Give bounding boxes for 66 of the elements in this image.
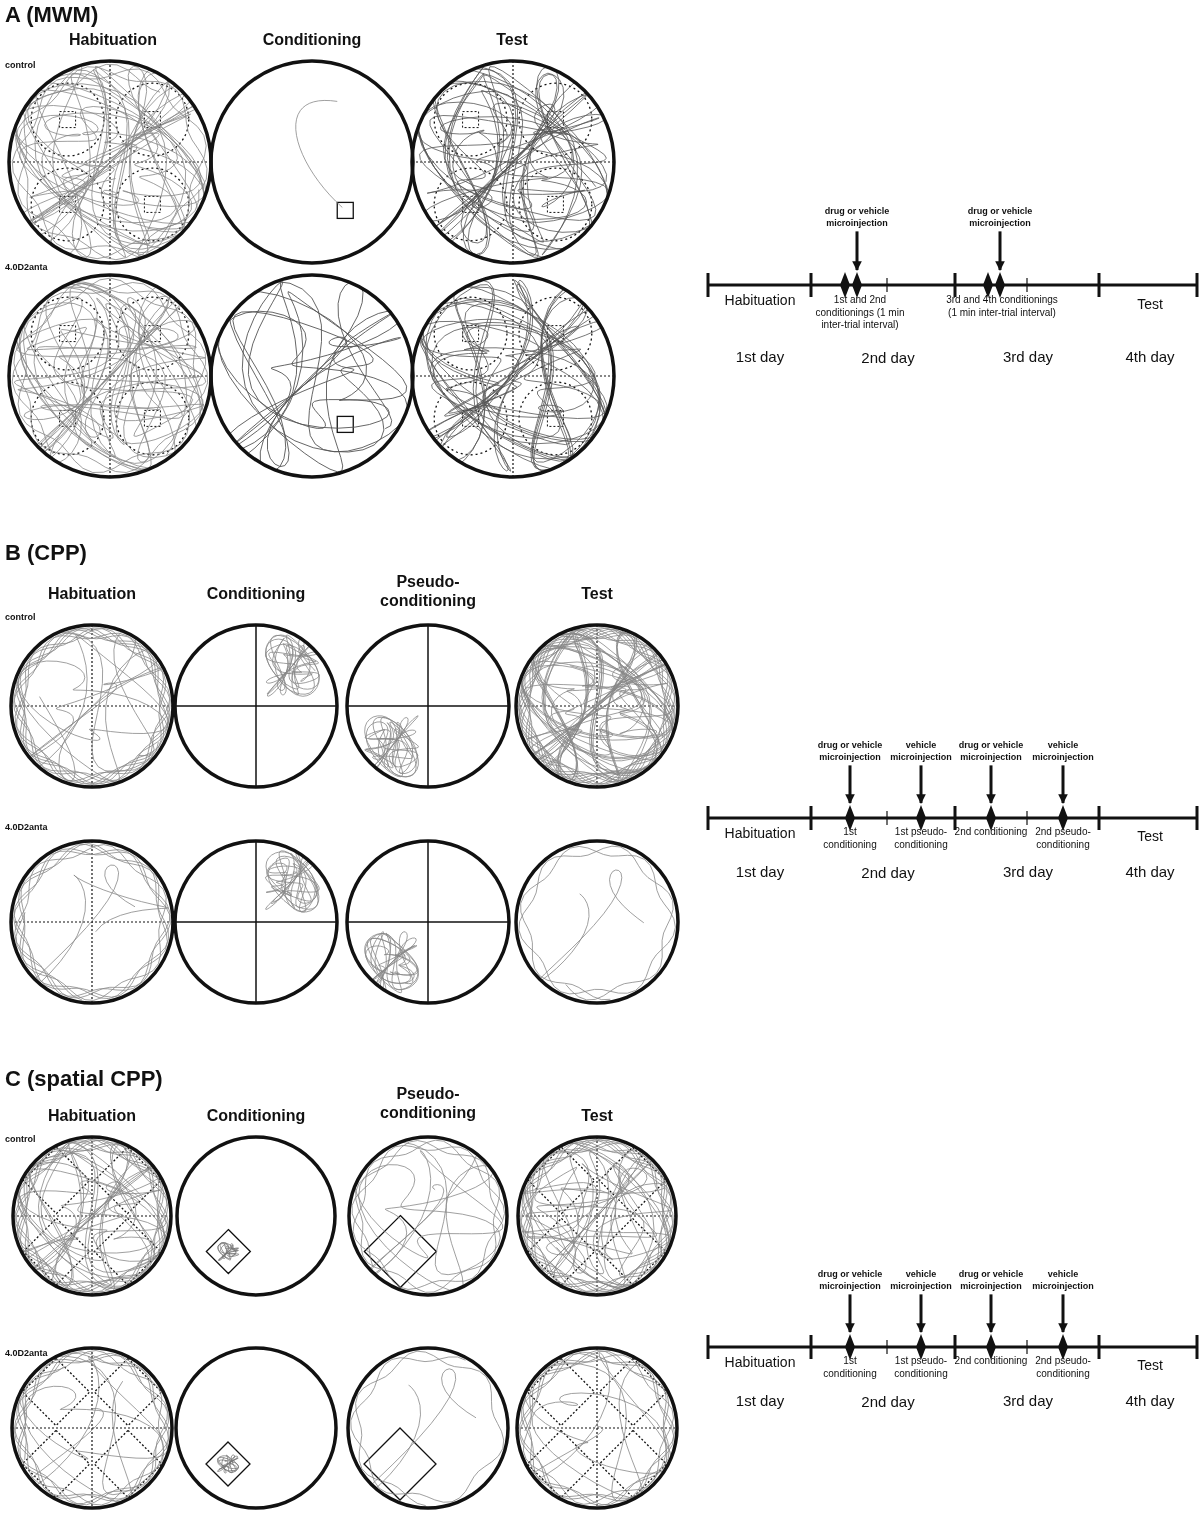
column-heading: Conditioning	[206, 584, 306, 604]
column-heading: Test	[581, 584, 613, 604]
arrow	[1058, 765, 1068, 804]
group-label: 4.0D2anta	[5, 262, 48, 273]
column-heading: Test	[581, 1106, 613, 1126]
phase-label: Habituation	[724, 825, 796, 842]
group-label: control	[5, 1134, 36, 1145]
arrow	[1058, 1294, 1068, 1333]
injection-label: vehicle microinjection	[1029, 1269, 1097, 1293]
injection-label: drug or vehicle microinjection	[957, 740, 1025, 764]
day-label: 2nd day	[861, 864, 915, 882]
column-heading: Habituation	[48, 584, 136, 604]
day-label: 2nd day	[861, 349, 915, 367]
arrow	[845, 1294, 855, 1333]
event-label: 2nd conditioning	[953, 1355, 1029, 1368]
injection-label: vehicle microinjection	[1029, 740, 1097, 764]
day-label: 1st day	[735, 1392, 785, 1410]
injection-label: drug or vehicle microinjection	[957, 1269, 1025, 1293]
day-label: 3rd day	[1003, 348, 1053, 366]
day-label: 1st day	[735, 348, 785, 366]
group-label: control	[5, 612, 36, 623]
panel-title: C (spatial CPP)	[5, 1066, 163, 1093]
event-label: 2nd pseudo-conditioning	[1034, 1355, 1092, 1380]
column-heading: Conditioning	[262, 30, 362, 50]
arrow	[986, 1294, 996, 1333]
arrow	[916, 765, 926, 804]
column-heading: Test	[496, 30, 528, 50]
event-label: 1st conditioning	[822, 1355, 878, 1380]
phase-label: Test	[1137, 828, 1163, 845]
event-label: 2nd pseudo-conditioning	[1034, 826, 1092, 851]
injection-label: vehicle microinjection	[887, 740, 955, 764]
injection-label: drug or vehicle microinjection	[816, 1269, 884, 1293]
injection-label: drug or vehicle microinjection	[809, 206, 905, 230]
arrow	[986, 765, 996, 804]
group-label: 4.0D2anta	[5, 822, 48, 833]
column-heading: Habituation	[69, 30, 157, 50]
arrow	[916, 1294, 926, 1333]
column-heading: Habituation	[48, 1106, 136, 1126]
arrow	[852, 231, 862, 271]
column-heading: Pseudo-conditioning	[379, 1084, 477, 1123]
arrow	[845, 765, 855, 804]
injection-label: vehicle microinjection	[887, 1269, 955, 1293]
arrow	[995, 231, 1005, 271]
panel-title: A (MWM)	[5, 2, 99, 29]
phase-label: Test	[1137, 1357, 1163, 1374]
event-label: 2nd conditioning	[953, 826, 1029, 839]
day-label: 3rd day	[1003, 1392, 1053, 1410]
group-label: 4.0D2anta	[5, 1348, 48, 1359]
phase-label: Habituation	[724, 292, 796, 309]
injection-label: drug or vehicle microinjection	[952, 206, 1048, 230]
day-label: 2nd day	[861, 1393, 915, 1411]
day-label: 1st day	[735, 863, 785, 881]
event-label: 3rd and 4th conditionings (1 min inter-trial interval)	[946, 294, 1058, 319]
group-label: control	[5, 60, 36, 71]
phase-label: Habituation	[724, 1354, 796, 1371]
column-heading: Pseudo-conditioning	[379, 572, 477, 611]
day-label: 4th day	[1125, 1392, 1175, 1410]
event-label: 1st and 2nd conditionings (1 min inter-trial interval)	[814, 294, 906, 332]
day-label: 4th day	[1125, 863, 1175, 881]
injection-label: drug or vehicle microinjection	[816, 740, 884, 764]
day-label: 3rd day	[1003, 863, 1053, 881]
column-heading: Conditioning	[206, 1106, 306, 1126]
day-label: 4th day	[1125, 348, 1175, 366]
event-label: 1st conditioning	[822, 826, 878, 851]
phase-label: Test	[1137, 296, 1163, 313]
panel-title: B (CPP)	[5, 540, 87, 567]
